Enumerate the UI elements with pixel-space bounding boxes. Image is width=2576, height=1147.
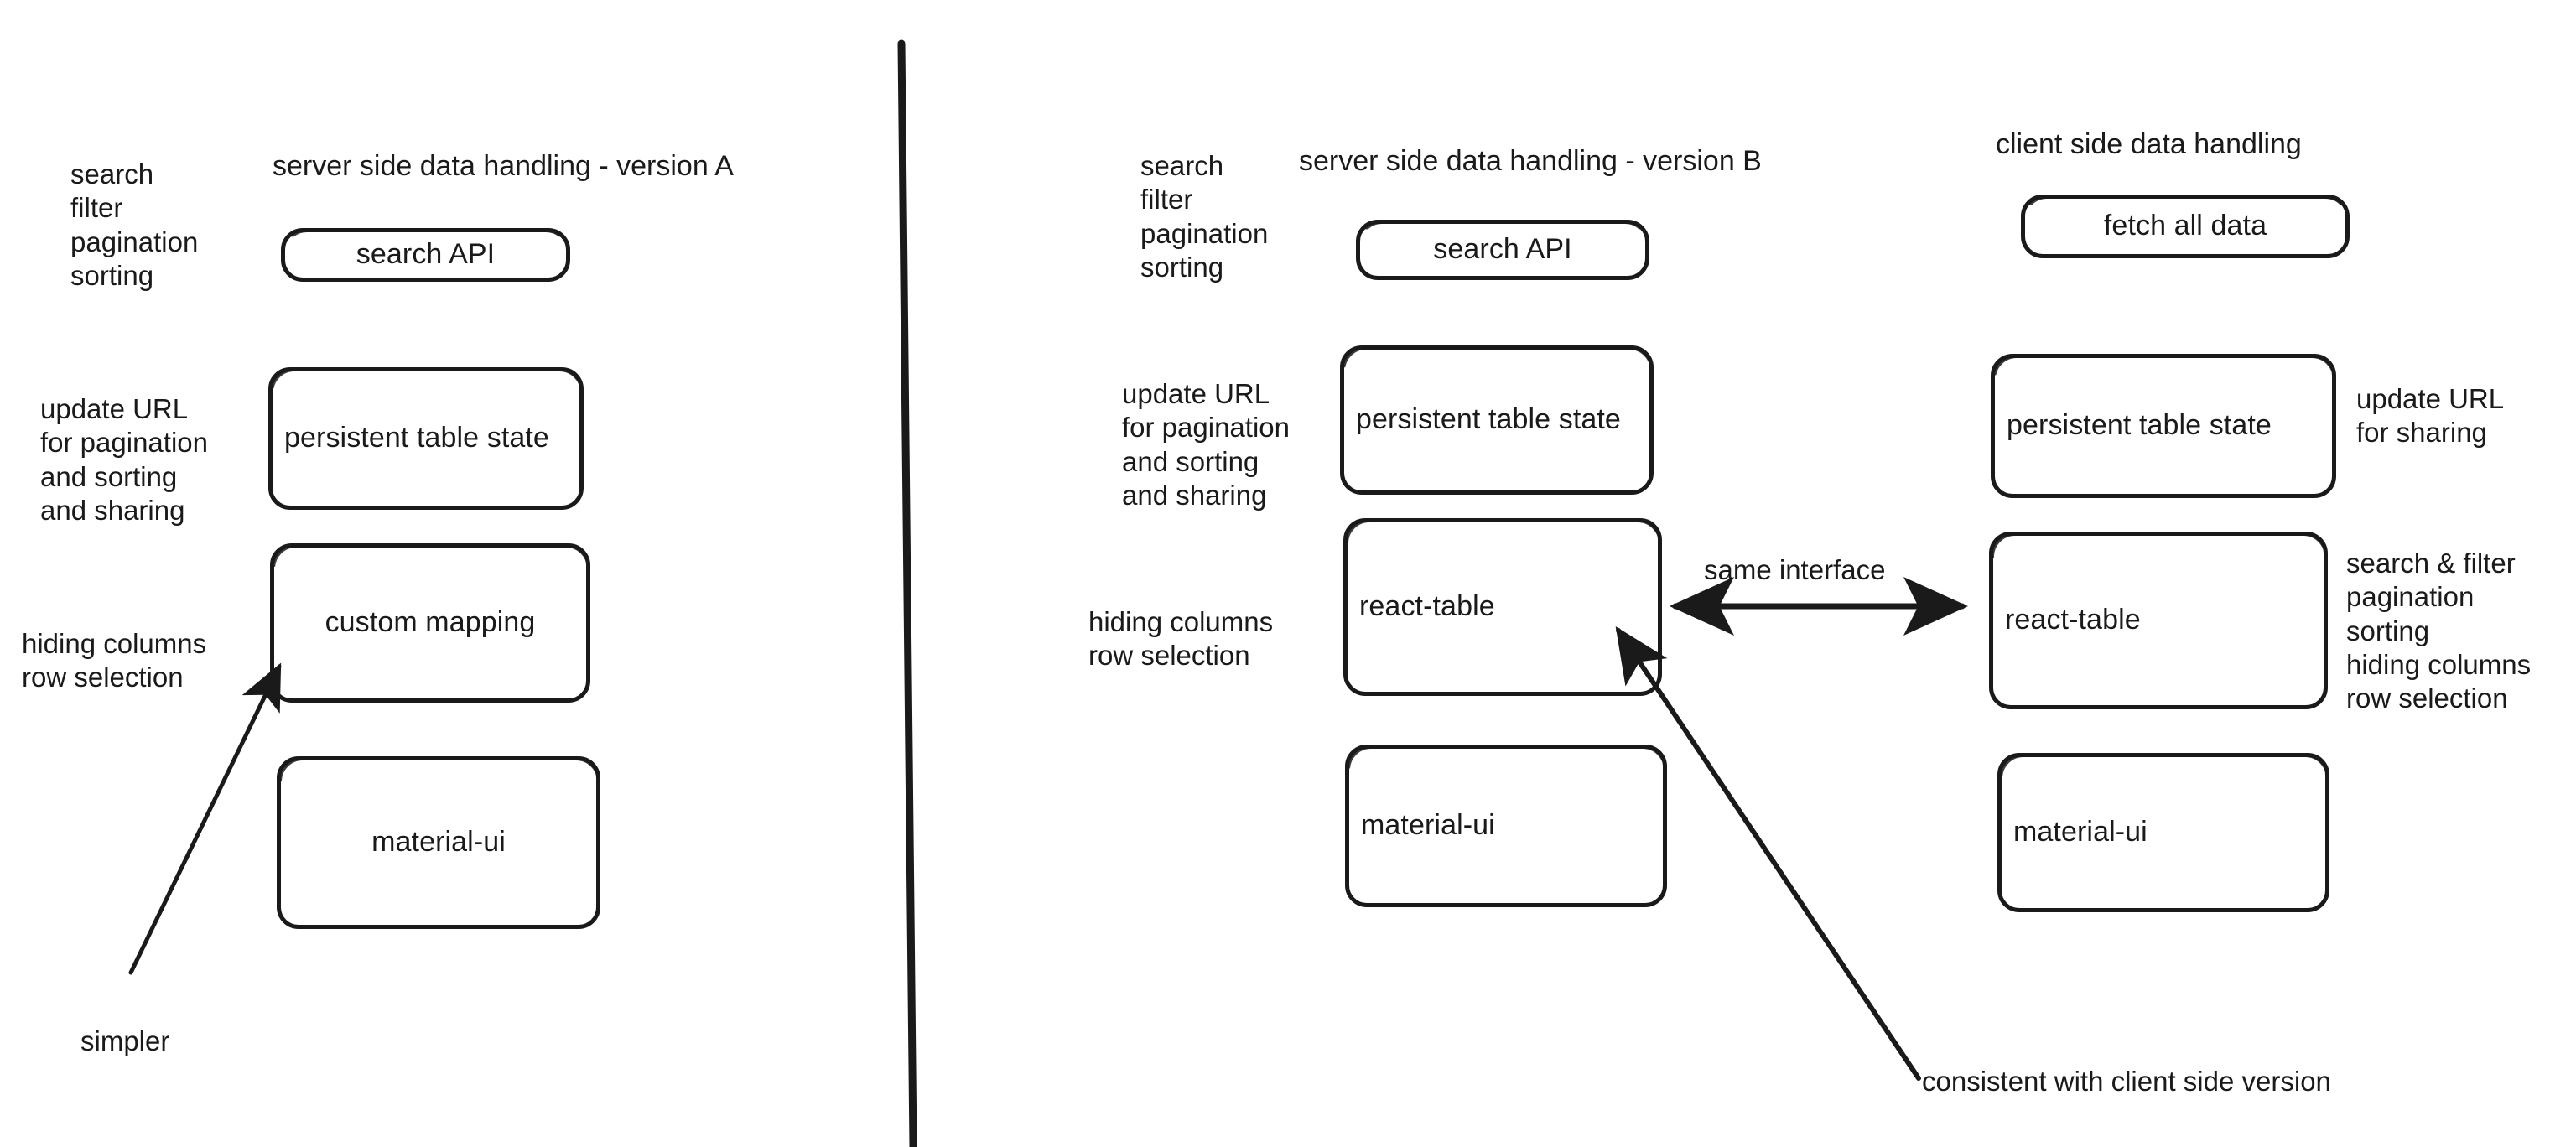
client-side-note-table-features: search & filter pagination sorting hidin… xyxy=(2346,548,2532,714)
version-b-box-persistent-table-state[interactable]: persistent table state xyxy=(1340,345,1654,495)
version-b-heading: server side data handling - version B xyxy=(1299,145,1762,177)
version-a-box-custom-mapping-label: custom mapping xyxy=(325,606,536,639)
simpler-arrow xyxy=(128,662,282,975)
client-side-box-persistent-table-state-label: persistent table state xyxy=(2007,409,2272,442)
version-b-box-search-api-label: search API xyxy=(1433,233,1572,266)
version-b-box-persistent-table-state-label: persistent table state xyxy=(1356,403,1621,436)
version-a-box-material-ui-label: material-ui xyxy=(371,826,506,859)
client-side-heading: client side data handling xyxy=(1996,128,2302,160)
version-a-heading: server side data handling - version A xyxy=(273,150,734,182)
panel-divider xyxy=(897,39,917,1147)
version-b-note-table-features: hiding columns row selection xyxy=(1088,606,1274,672)
version-b-box-react-table[interactable]: react-table xyxy=(1343,518,1662,696)
client-side-box-react-table-label: react-table xyxy=(2005,604,2141,636)
version-b-annotation-consistent: consistent with client side version xyxy=(1922,1066,2331,1097)
version-a-box-search-api-label: search API xyxy=(356,238,496,271)
version-a-box-persistent-table-state-label: persistent table state xyxy=(284,422,549,454)
version-a-box-material-ui[interactable]: material-ui xyxy=(277,756,600,929)
version-b-note-capabilities: search filter pagination sorting xyxy=(1140,150,1269,283)
client-side-box-persistent-table-state[interactable]: persistent table state xyxy=(1991,354,2336,498)
version-b-note-url: update URL for pagination and sorting an… xyxy=(1122,378,1290,511)
version-b-box-material-ui[interactable]: material-ui xyxy=(1345,745,1667,907)
client-side-note-url: update URL for sharing xyxy=(2356,383,2505,449)
version-b-box-material-ui-label: material-ui xyxy=(1361,809,1495,842)
client-side-box-material-ui[interactable]: material-ui xyxy=(1997,753,2329,912)
client-side-box-fetch-all-data-label: fetch all data xyxy=(2103,210,2267,242)
version-a-note-table-features: hiding columns row selection xyxy=(22,628,207,693)
version-a-box-persistent-table-state[interactable]: persistent table state xyxy=(268,367,584,510)
version-a-annotation-simpler: simpler xyxy=(80,1025,170,1056)
version-a-note-capabilities: search filter pagination sorting xyxy=(70,158,199,291)
version-a-note-url: update URL for pagination and sorting an… xyxy=(40,393,208,526)
version-b-box-search-api[interactable]: search API xyxy=(1356,220,1649,280)
client-side-box-react-table[interactable]: react-table xyxy=(1989,532,2328,709)
version-b-box-react-table-label: react-table xyxy=(1359,590,1495,623)
client-side-box-fetch-all-data[interactable]: fetch all data xyxy=(2021,195,2350,258)
same-interface-label: same interface xyxy=(1704,554,1886,585)
version-a-box-custom-mapping[interactable]: custom mapping xyxy=(270,543,590,703)
version-a-box-search-api[interactable]: search API xyxy=(281,228,570,282)
client-side-box-material-ui-label: material-ui xyxy=(2013,816,2148,849)
